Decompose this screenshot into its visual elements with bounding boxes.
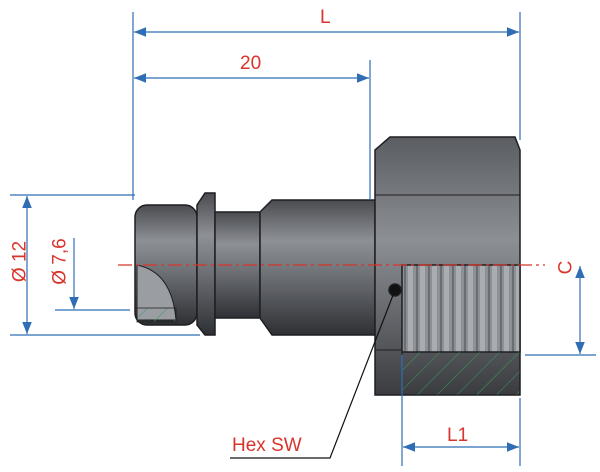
- coupling-plug: [134, 136, 521, 396]
- hatched-section: [401, 351, 521, 396]
- hex-leader-line: [230, 289, 396, 459]
- plug-body: [259, 199, 376, 336]
- plug-collar: [196, 192, 216, 336]
- dim-label-inner-diameter: Ø 7,6: [49, 238, 71, 285]
- dim-label-hex-size: Hex SW: [232, 435, 302, 456]
- dim-label-plug-length: 20: [240, 53, 262, 74]
- dim-label-overall-length: L: [320, 7, 331, 28]
- dim-label-outer-diameter: Ø 12: [9, 240, 31, 283]
- nose-hatched-section: [136, 307, 177, 323]
- dimension-lines: [10, 12, 596, 466]
- dim-label-thread-length: L1: [447, 425, 469, 446]
- dim-label-thread-offset: C: [555, 260, 577, 275]
- thread-cutaway: [401, 264, 521, 353]
